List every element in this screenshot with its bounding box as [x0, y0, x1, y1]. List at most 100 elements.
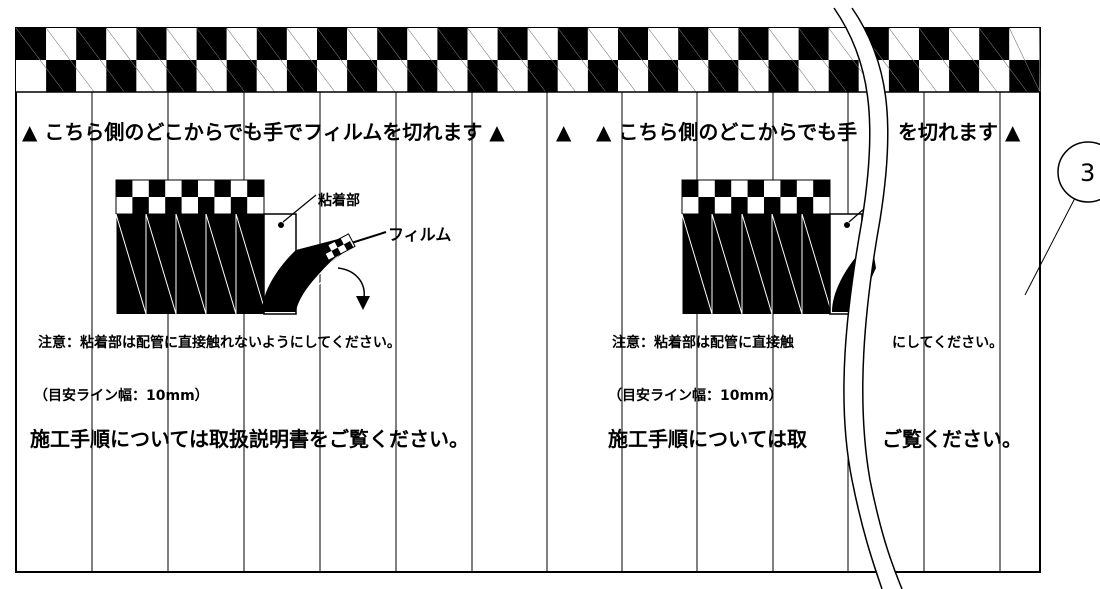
checker-white: [678, 60, 709, 92]
checker-hatch: [527, 27, 576, 93]
right-instructions-a: 施工手順については取: [608, 427, 807, 451]
checker-white: [256, 60, 287, 92]
film-label: フィルム: [388, 225, 451, 244]
checker-hatch: [376, 27, 426, 93]
right-illustration: [681, 179, 881, 315]
checker-white: [467, 28, 498, 60]
checker-black: [557, 28, 588, 60]
checker-black: [76, 28, 107, 60]
checker-hatch: [708, 27, 757, 93]
checker-black: [828, 60, 859, 92]
checker-white: [317, 60, 348, 92]
checker-white: [226, 28, 257, 60]
checker-black: [256, 28, 287, 60]
checker-white: [557, 60, 588, 92]
checker-hatch: [677, 27, 727, 93]
checker-hatch: [106, 27, 155, 93]
checker-hatch: [15, 27, 65, 93]
checker-black: [648, 60, 679, 92]
checker-white: [377, 60, 408, 92]
checker-black: [708, 60, 739, 92]
checker-black: [979, 28, 1010, 60]
checker-white: [286, 28, 317, 60]
checker-black: [317, 28, 348, 60]
checker-white: [196, 60, 227, 92]
checker-black: [949, 60, 980, 92]
checker-white: [497, 60, 528, 92]
checker-hatch: [467, 27, 516, 93]
checker-hatch: [346, 27, 396, 93]
checker-black: [286, 60, 317, 92]
checker-black: [407, 60, 438, 92]
checker-white: [16, 60, 47, 92]
checker-hatch: [256, 27, 306, 93]
checker-hatch: [738, 27, 787, 93]
checker-white: [888, 28, 919, 60]
callout-number: 3: [1080, 159, 1095, 187]
checker-hatch: [617, 27, 667, 93]
checker-white: [708, 28, 739, 60]
checker-white: [437, 60, 468, 92]
checker-white: [76, 60, 107, 92]
checker-black: [738, 28, 769, 60]
checker-hatch: [1039, 27, 1041, 93]
checker-hatch: [888, 27, 938, 93]
callout-circle: [1057, 141, 1100, 203]
checker-black: [798, 28, 829, 60]
checker-black: [527, 60, 558, 92]
checker-white: [618, 60, 649, 92]
checker-black: [467, 60, 498, 92]
right-caution-a: 注意：粘着部は配管に直接触: [612, 334, 794, 351]
checker-hatch: [136, 27, 185, 93]
right-guide-width: （目安ライン幅：10mm）: [608, 387, 783, 404]
checker-hatch: [316, 27, 366, 93]
checker-black: [1009, 60, 1040, 92]
right-arrow-prefix: ▲: [556, 120, 572, 144]
checker-black: [497, 28, 528, 60]
checker-white: [46, 28, 77, 60]
checker-black: [16, 28, 47, 60]
checker-white: [166, 28, 197, 60]
checker-white: [949, 28, 980, 60]
checker-hatch: [226, 27, 275, 93]
checker-hatch: [45, 27, 95, 93]
checker-hatch: [286, 27, 336, 93]
checker-hatch: [196, 27, 245, 93]
checker-white: [106, 28, 137, 60]
checker-hatch: [497, 27, 546, 93]
checker-black: [106, 60, 137, 92]
checker-black: [678, 28, 709, 60]
checker-black: [46, 60, 77, 92]
adhesive-label: 粘着部: [318, 192, 360, 209]
checker-hatch: [557, 27, 607, 93]
checker-hatch: [948, 27, 998, 93]
checker-black: [618, 28, 649, 60]
checker-hatch: [437, 27, 486, 93]
checker-hatch: [768, 27, 817, 93]
checker-white: [1009, 28, 1040, 60]
left-caution: 注意：粘着部は配管に直接触れないようにしてください。: [38, 334, 401, 351]
checker-black: [136, 28, 167, 60]
checker-white: [798, 60, 829, 92]
checker-white: [738, 60, 769, 92]
checker-white: [587, 28, 618, 60]
checker-hatch: [407, 27, 456, 93]
checker-black: [196, 28, 227, 60]
checker-white: [136, 60, 167, 92]
checker-hatch: [166, 27, 215, 93]
right-arrow-banner-a: ▲ こちら側のどこからでも手: [596, 120, 857, 144]
checker-white: [527, 28, 558, 60]
checker-hatch: [1009, 27, 1041, 93]
checker-black: [347, 60, 378, 92]
right-instructions-b: ご覧ください。: [882, 427, 1022, 451]
checker-black: [226, 60, 257, 92]
left-illustration: [115, 179, 387, 315]
break-line-right: [851, 7, 903, 589]
checker-white: [407, 28, 438, 60]
callout-leader: [1024, 197, 1076, 296]
checker-black: [437, 28, 468, 60]
right-arrow-banner-b: を切れます ▲: [898, 120, 1021, 144]
checker-white: [919, 60, 950, 92]
checker-white: [347, 28, 378, 60]
checker-hatch: [918, 27, 968, 93]
